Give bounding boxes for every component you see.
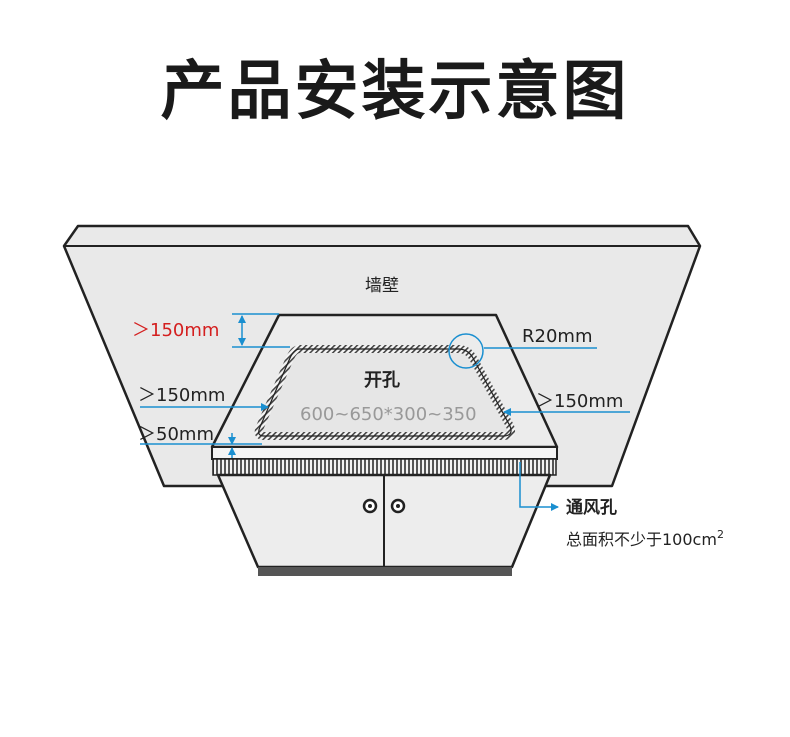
vent-strip: [212, 458, 557, 476]
vent-label: 通风孔: [566, 498, 617, 518]
right-clearance-label: ＞150mm: [536, 391, 623, 412]
wall-label: 墙壁: [365, 276, 399, 296]
cutout-size-label: 600~650*300~350: [300, 404, 477, 425]
page-title: 产品安装示意图: [160, 55, 630, 129]
door-knob-left: [362, 498, 378, 514]
corner-radius-callout: [448, 333, 597, 369]
cabinet-plinth: [258, 567, 512, 576]
top-clearance-label: ＞150mm: [132, 320, 219, 341]
top-clearance-dimension: [232, 313, 290, 348]
door-knob-right: [390, 498, 406, 514]
front-clearance-dimension: [140, 433, 262, 458]
left-clearance-label: ＞150mm: [138, 385, 225, 406]
front-clearance-label: ＞50mm: [138, 424, 214, 445]
vent-area-label: 总面积不少于100cm2: [566, 528, 724, 549]
vent-area-text: 总面积不少于100cm: [566, 530, 717, 549]
corner-radius-label: R20mm: [522, 326, 592, 347]
vent-leader: [519, 462, 559, 511]
cutout-label: 开孔: [364, 370, 400, 391]
countertop-front-edge: [211, 446, 558, 460]
vent-area-superscript: 2: [717, 528, 724, 541]
